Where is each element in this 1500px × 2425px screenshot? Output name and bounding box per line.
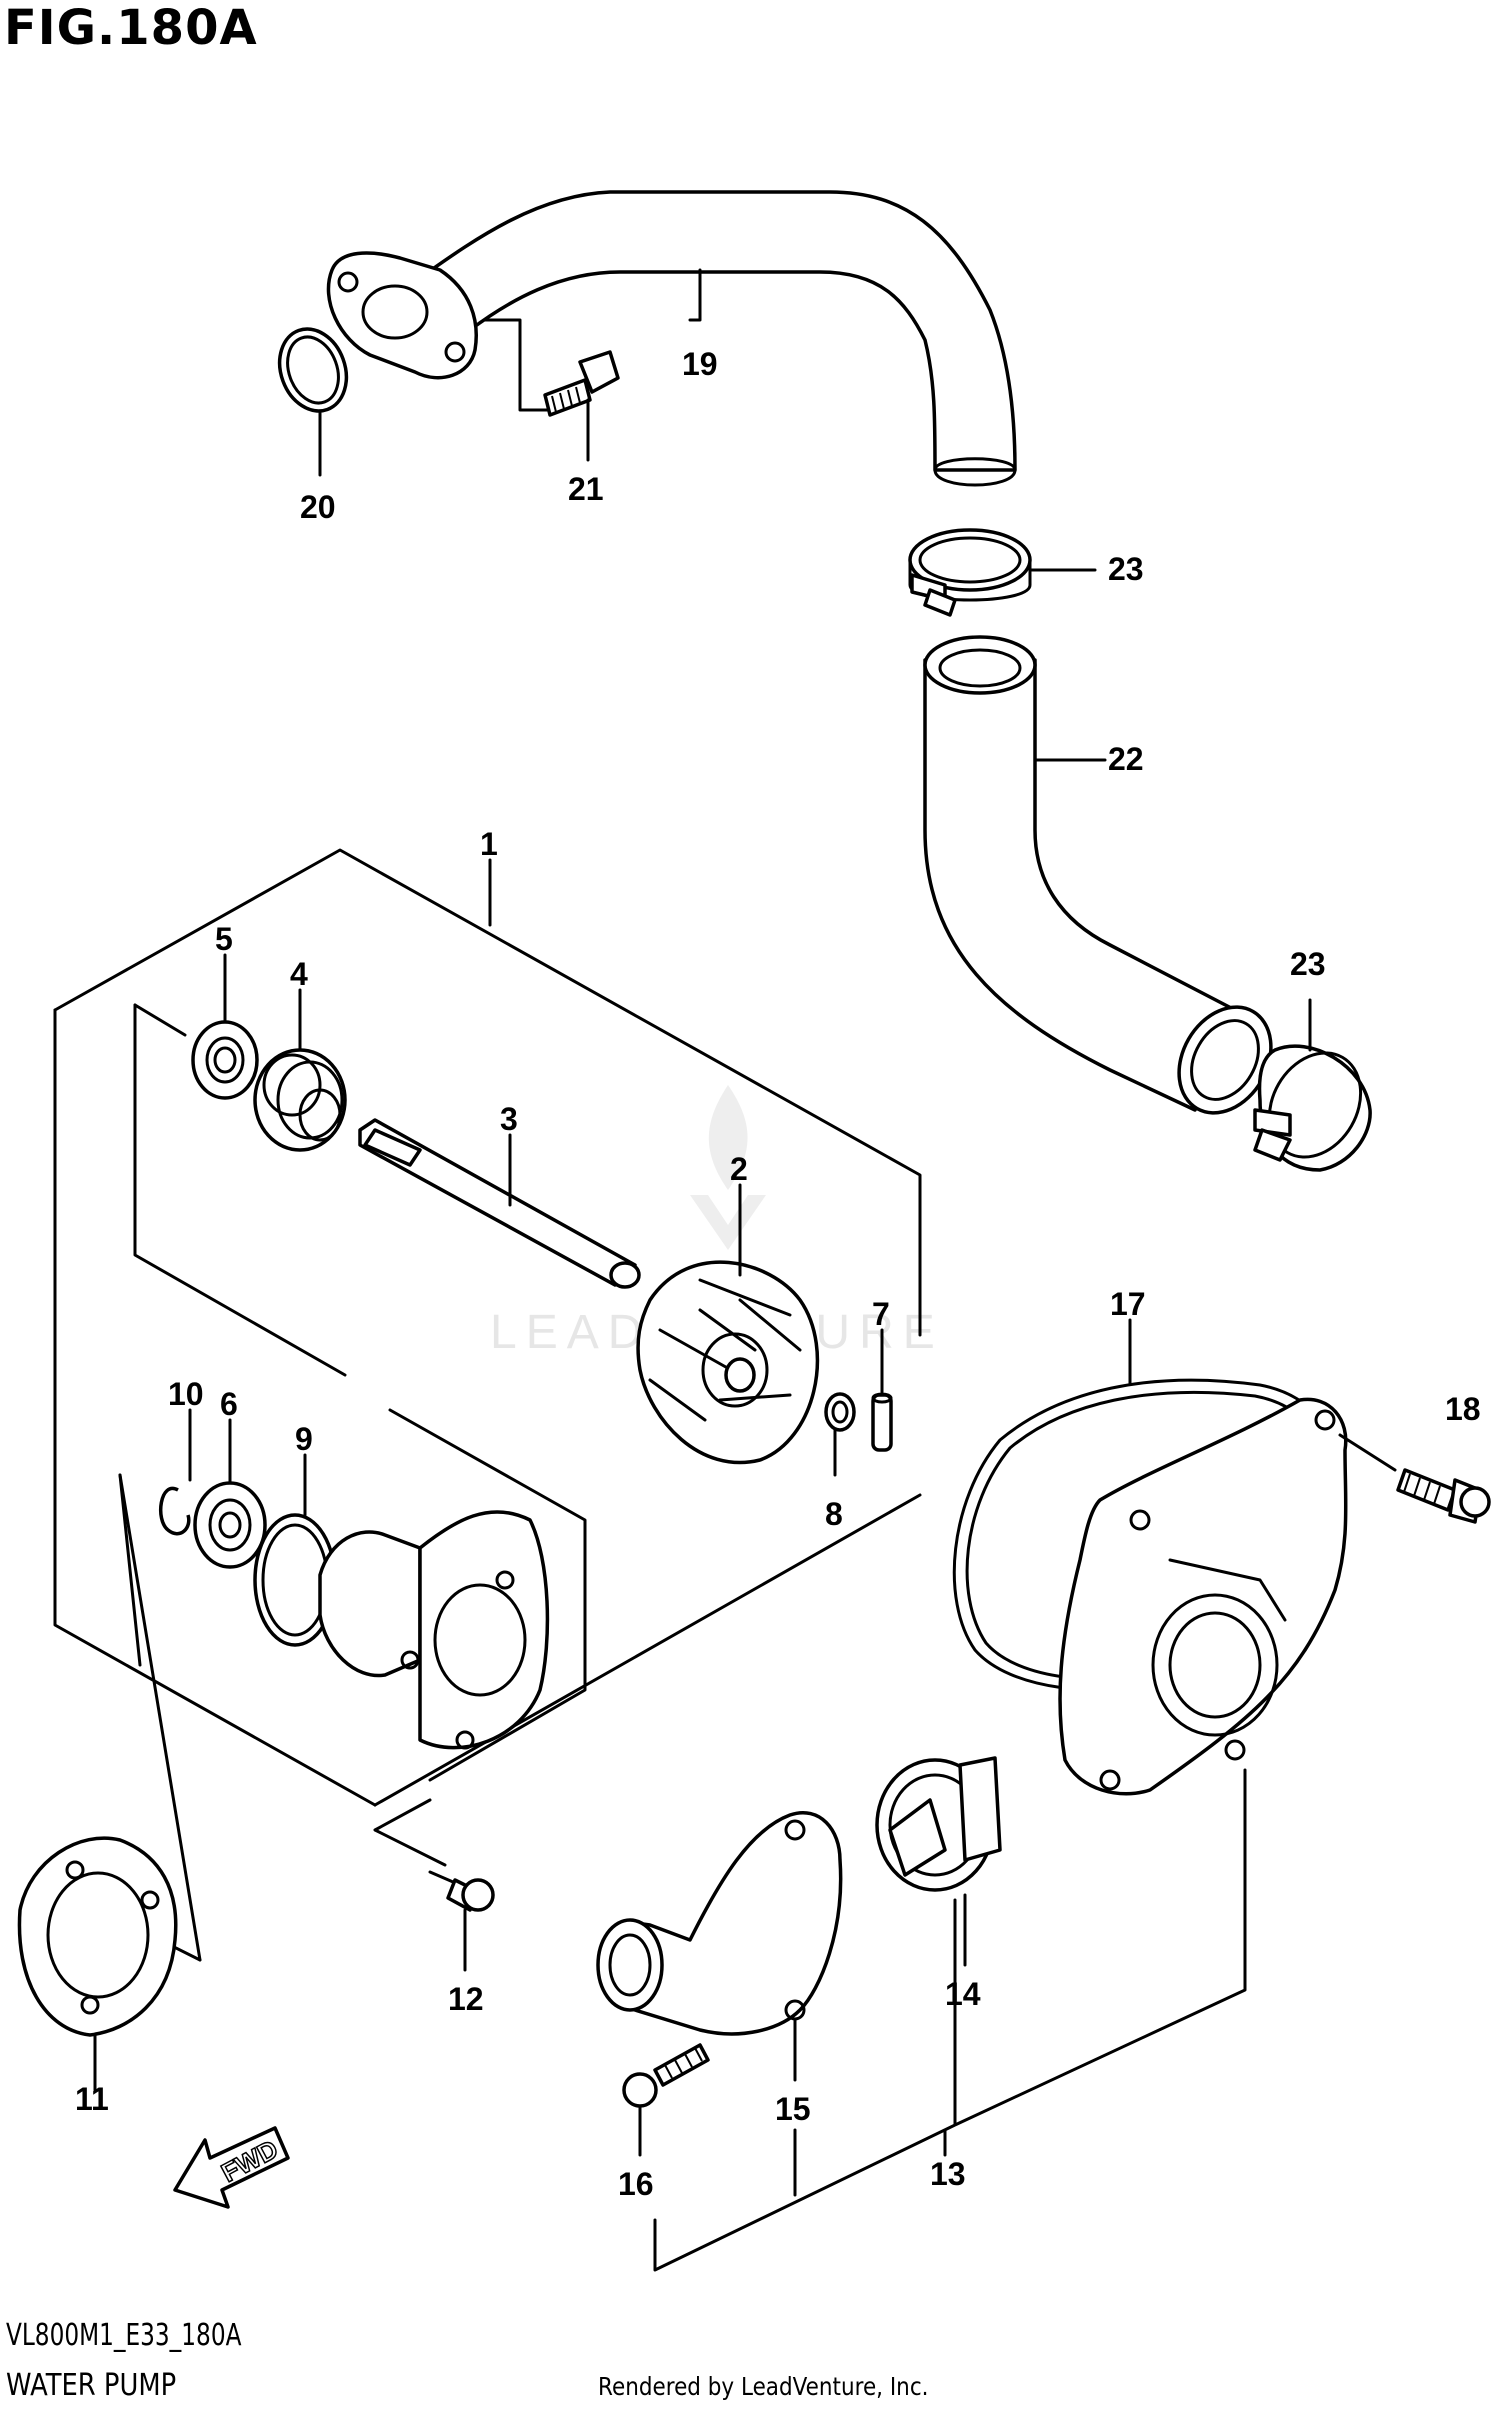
diagram-code: VL800M1_E33_180A	[6, 2318, 242, 2353]
part-21-bolt[interactable]	[483, 318, 620, 417]
part-16-bolt[interactable]	[622, 2043, 710, 2108]
part-23-hose-clamp-upper[interactable]	[908, 528, 1032, 617]
callout-6: 6	[220, 1386, 238, 1422]
part-10-e-ring[interactable]	[159, 1486, 191, 1536]
callout-9: 9	[295, 1421, 313, 1457]
callout-19: 19	[682, 346, 718, 382]
callout-21: 21	[568, 471, 604, 507]
part-13-thermostat-cover-case[interactable]	[1058, 1397, 1348, 1796]
leader-18	[1338, 1433, 1397, 1472]
callout-1: 1	[480, 826, 498, 862]
callout-8: 8	[825, 1496, 843, 1532]
callout-18: 18	[1445, 1391, 1481, 1427]
callout-2: 2	[730, 1151, 748, 1187]
callout-15: 15	[775, 2091, 811, 2127]
callout-12: 12	[448, 1981, 484, 2017]
callout-23-lower: 23	[1290, 946, 1326, 982]
part-2-impeller[interactable]	[636, 1260, 820, 1465]
part-1-pump-case[interactable]	[318, 1510, 550, 1750]
part-6-bearing[interactable]	[193, 1481, 267, 1569]
part-11-gasket[interactable]	[17, 1836, 178, 2037]
part-18-bolt[interactable]	[1396, 1468, 1491, 1524]
callout-3: 3	[500, 1101, 518, 1137]
part-22-hose[interactable]	[923, 635, 1289, 1129]
part-14-thermostat[interactable]	[875, 1756, 1002, 1892]
part-9-o-ring[interactable]	[253, 1513, 337, 1647]
callout-5: 5	[215, 921, 233, 957]
diagram-name: WATER PUMP	[6, 2368, 177, 2403]
part-23-hose-clamp-lower[interactable]	[1251, 1036, 1379, 1173]
part-8-washer[interactable]	[824, 1392, 856, 1432]
part-20-o-ring[interactable]	[269, 320, 358, 421]
callout-20: 20	[300, 489, 336, 525]
part-19-outlet-pipe[interactable]	[326, 190, 1017, 487]
render-credit: Rendered by LeadVenture, Inc.	[598, 2372, 929, 2401]
callout-22: 22	[1108, 741, 1144, 777]
callout-7: 7	[872, 1296, 890, 1332]
part-12-screw[interactable]	[428, 1870, 495, 1912]
leader-13-bracket	[653, 1768, 1247, 2272]
part-7-pin[interactable]	[871, 1392, 893, 1452]
callout-17: 17	[1110, 1286, 1146, 1322]
fwd-arrow: FWD	[173, 2126, 290, 2209]
callout-16: 16	[618, 2166, 654, 2202]
callout-4: 4	[290, 956, 308, 992]
callout-23-upper: 23	[1108, 551, 1144, 587]
leader-19	[688, 268, 702, 322]
part-5-oil-seal[interactable]	[191, 1020, 259, 1100]
part-3-shaft[interactable]	[358, 1118, 641, 1289]
callout-11: 11	[75, 2081, 109, 2117]
callout-14: 14	[945, 1976, 981, 2012]
callout-10: 10	[168, 1376, 204, 1412]
part-15-thermostat-cover[interactable]	[596, 1811, 843, 2036]
part-4-mechanical-seal[interactable]	[253, 1048, 347, 1152]
callout-13: 13	[930, 2156, 966, 2192]
figure-title: FIG.180A	[4, 0, 258, 56]
